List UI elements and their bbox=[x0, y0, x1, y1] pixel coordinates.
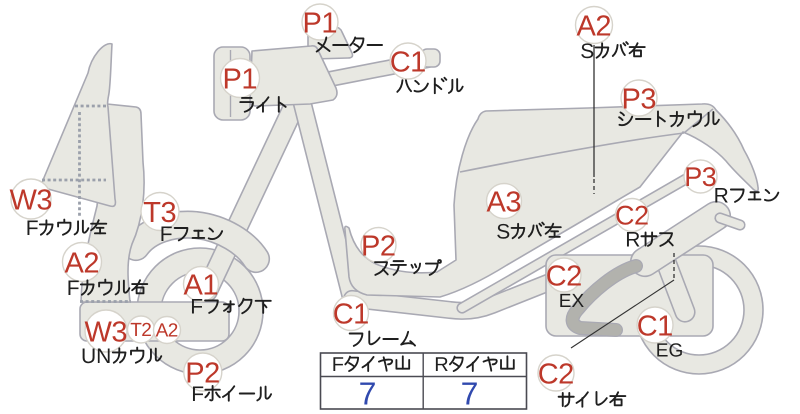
svg-text:T3: T3 bbox=[143, 197, 176, 229]
svg-text:C2: C2 bbox=[538, 358, 574, 390]
svg-text:F: F bbox=[67, 277, 80, 300]
svg-text:F: F bbox=[332, 354, 344, 376]
svg-text:P2: P2 bbox=[361, 230, 395, 262]
svg-text:F: F bbox=[26, 217, 39, 240]
svg-text:P3: P3 bbox=[622, 83, 656, 115]
svg-text:UN: UN bbox=[81, 345, 111, 368]
svg-text:S: S bbox=[496, 220, 510, 243]
svg-text:F: F bbox=[191, 383, 204, 406]
svg-text:R: R bbox=[714, 184, 729, 207]
svg-text:P3: P3 bbox=[684, 162, 716, 192]
svg-text:P2: P2 bbox=[185, 357, 219, 389]
svg-text:R: R bbox=[434, 354, 448, 376]
svg-text:C2: C2 bbox=[546, 260, 582, 292]
svg-text:F: F bbox=[160, 223, 173, 246]
svg-text:P1: P1 bbox=[223, 63, 257, 95]
svg-text:A3: A3 bbox=[487, 186, 521, 218]
svg-text:EG: EG bbox=[656, 340, 683, 361]
svg-text:P1: P1 bbox=[303, 7, 337, 39]
svg-text:S: S bbox=[580, 40, 594, 63]
svg-text:C1: C1 bbox=[637, 310, 673, 342]
svg-text:A2: A2 bbox=[65, 247, 99, 279]
svg-text:R: R bbox=[625, 228, 640, 251]
svg-text:C1: C1 bbox=[390, 46, 426, 78]
svg-text:EX: EX bbox=[559, 291, 585, 312]
svg-text:7: 7 bbox=[461, 376, 479, 412]
svg-text:A2: A2 bbox=[577, 10, 611, 42]
svg-text:F: F bbox=[190, 295, 203, 318]
svg-text:A1: A1 bbox=[184, 269, 218, 301]
svg-text:A2: A2 bbox=[156, 321, 178, 342]
svg-text:7: 7 bbox=[359, 376, 377, 412]
svg-text:C1: C1 bbox=[333, 298, 369, 330]
svg-text:T2: T2 bbox=[130, 320, 151, 341]
svg-text:C2: C2 bbox=[615, 201, 649, 231]
svg-text:W3: W3 bbox=[10, 184, 53, 216]
svg-text:W3: W3 bbox=[85, 316, 128, 348]
